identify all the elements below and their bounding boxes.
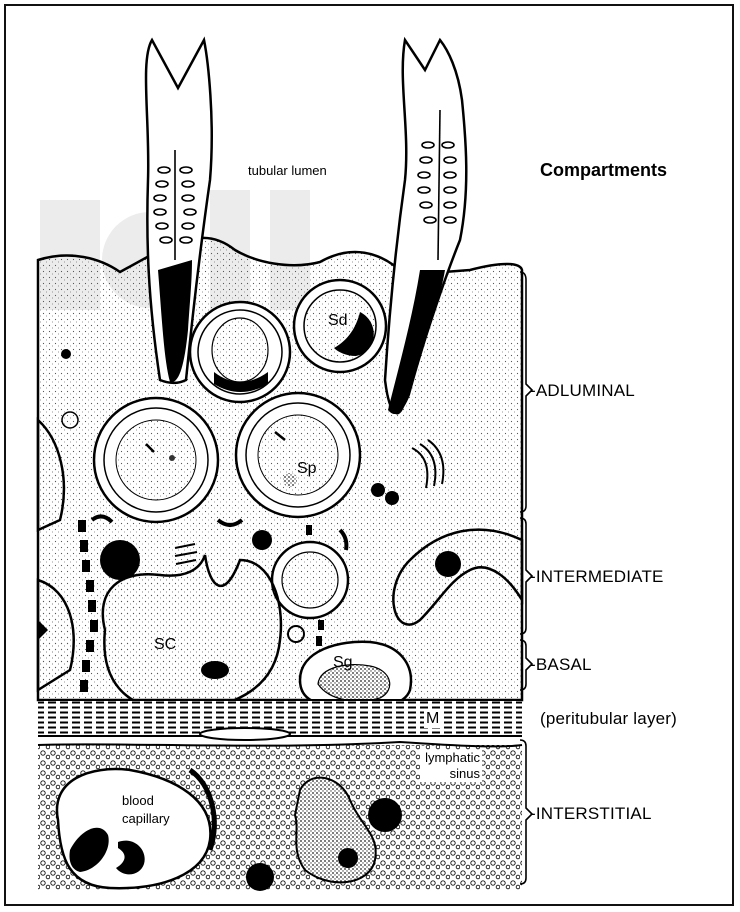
peritubular-layer bbox=[38, 700, 522, 740]
compartment-intermediate: -INTERMEDIATE bbox=[530, 567, 664, 587]
compartment-peritubular-layer: (peritubular layer) bbox=[540, 709, 677, 729]
label-sc: SC bbox=[154, 636, 176, 654]
label-sp: Sp bbox=[297, 460, 317, 478]
spermatogonium bbox=[300, 642, 411, 709]
label-sg: Sg bbox=[333, 654, 353, 672]
sertoli-nucleus bbox=[103, 555, 281, 710]
compartment-interstitial: -INTERSTITIAL bbox=[530, 804, 652, 824]
spermatocyte-left bbox=[94, 398, 218, 522]
label-lymphatic-sinus: lymphatic sinus bbox=[420, 750, 482, 782]
intermediate-germ-cell bbox=[272, 542, 348, 618]
label-m: M bbox=[424, 710, 441, 728]
compartments-heading: Compartments bbox=[540, 160, 667, 181]
compartment-basal: -BASAL bbox=[530, 655, 592, 675]
spermatocyte-sp bbox=[236, 393, 360, 517]
label-tubular-lumen: tubular lumen bbox=[248, 163, 327, 178]
label-blood-capillary: blood capillary bbox=[122, 792, 184, 828]
label-sd: Sd bbox=[328, 312, 348, 330]
round-spermatid-left bbox=[190, 302, 290, 402]
compartment-adluminal: -ADLUMINAL bbox=[530, 381, 635, 401]
